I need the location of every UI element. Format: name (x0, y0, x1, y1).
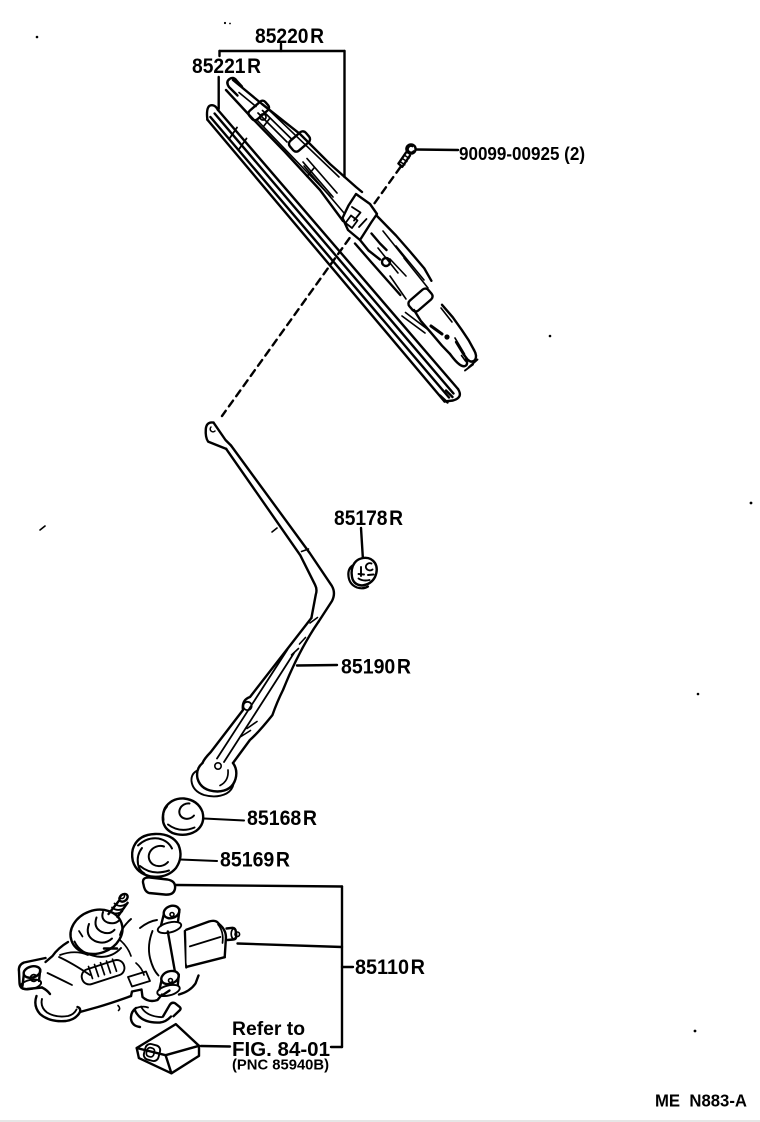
svg-text:Refer to: Refer to (232, 1019, 305, 1040)
svg-text:85178 R: 85178 R (334, 506, 403, 530)
svg-text:(PNC 85940B): (PNC 85940B) (232, 1057, 329, 1074)
svg-text:85220 R: 85220 R (255, 24, 324, 48)
svg-text:85221 R: 85221 R (192, 54, 261, 78)
svg-text:ME N883-A: ME N883-A (655, 1091, 747, 1111)
svg-text:FIG. 84-01: FIG. 84-01 (232, 1038, 330, 1061)
svg-text:85169 R: 85169 R (220, 848, 290, 872)
svg-text:85190 R: 85190 R (341, 655, 411, 679)
svg-text:90099-00925 (2): 90099-00925 (2) (459, 143, 585, 164)
svg-text:85110 R: 85110 R (355, 955, 425, 979)
svg-text:85168 R: 85168 R (247, 806, 317, 830)
